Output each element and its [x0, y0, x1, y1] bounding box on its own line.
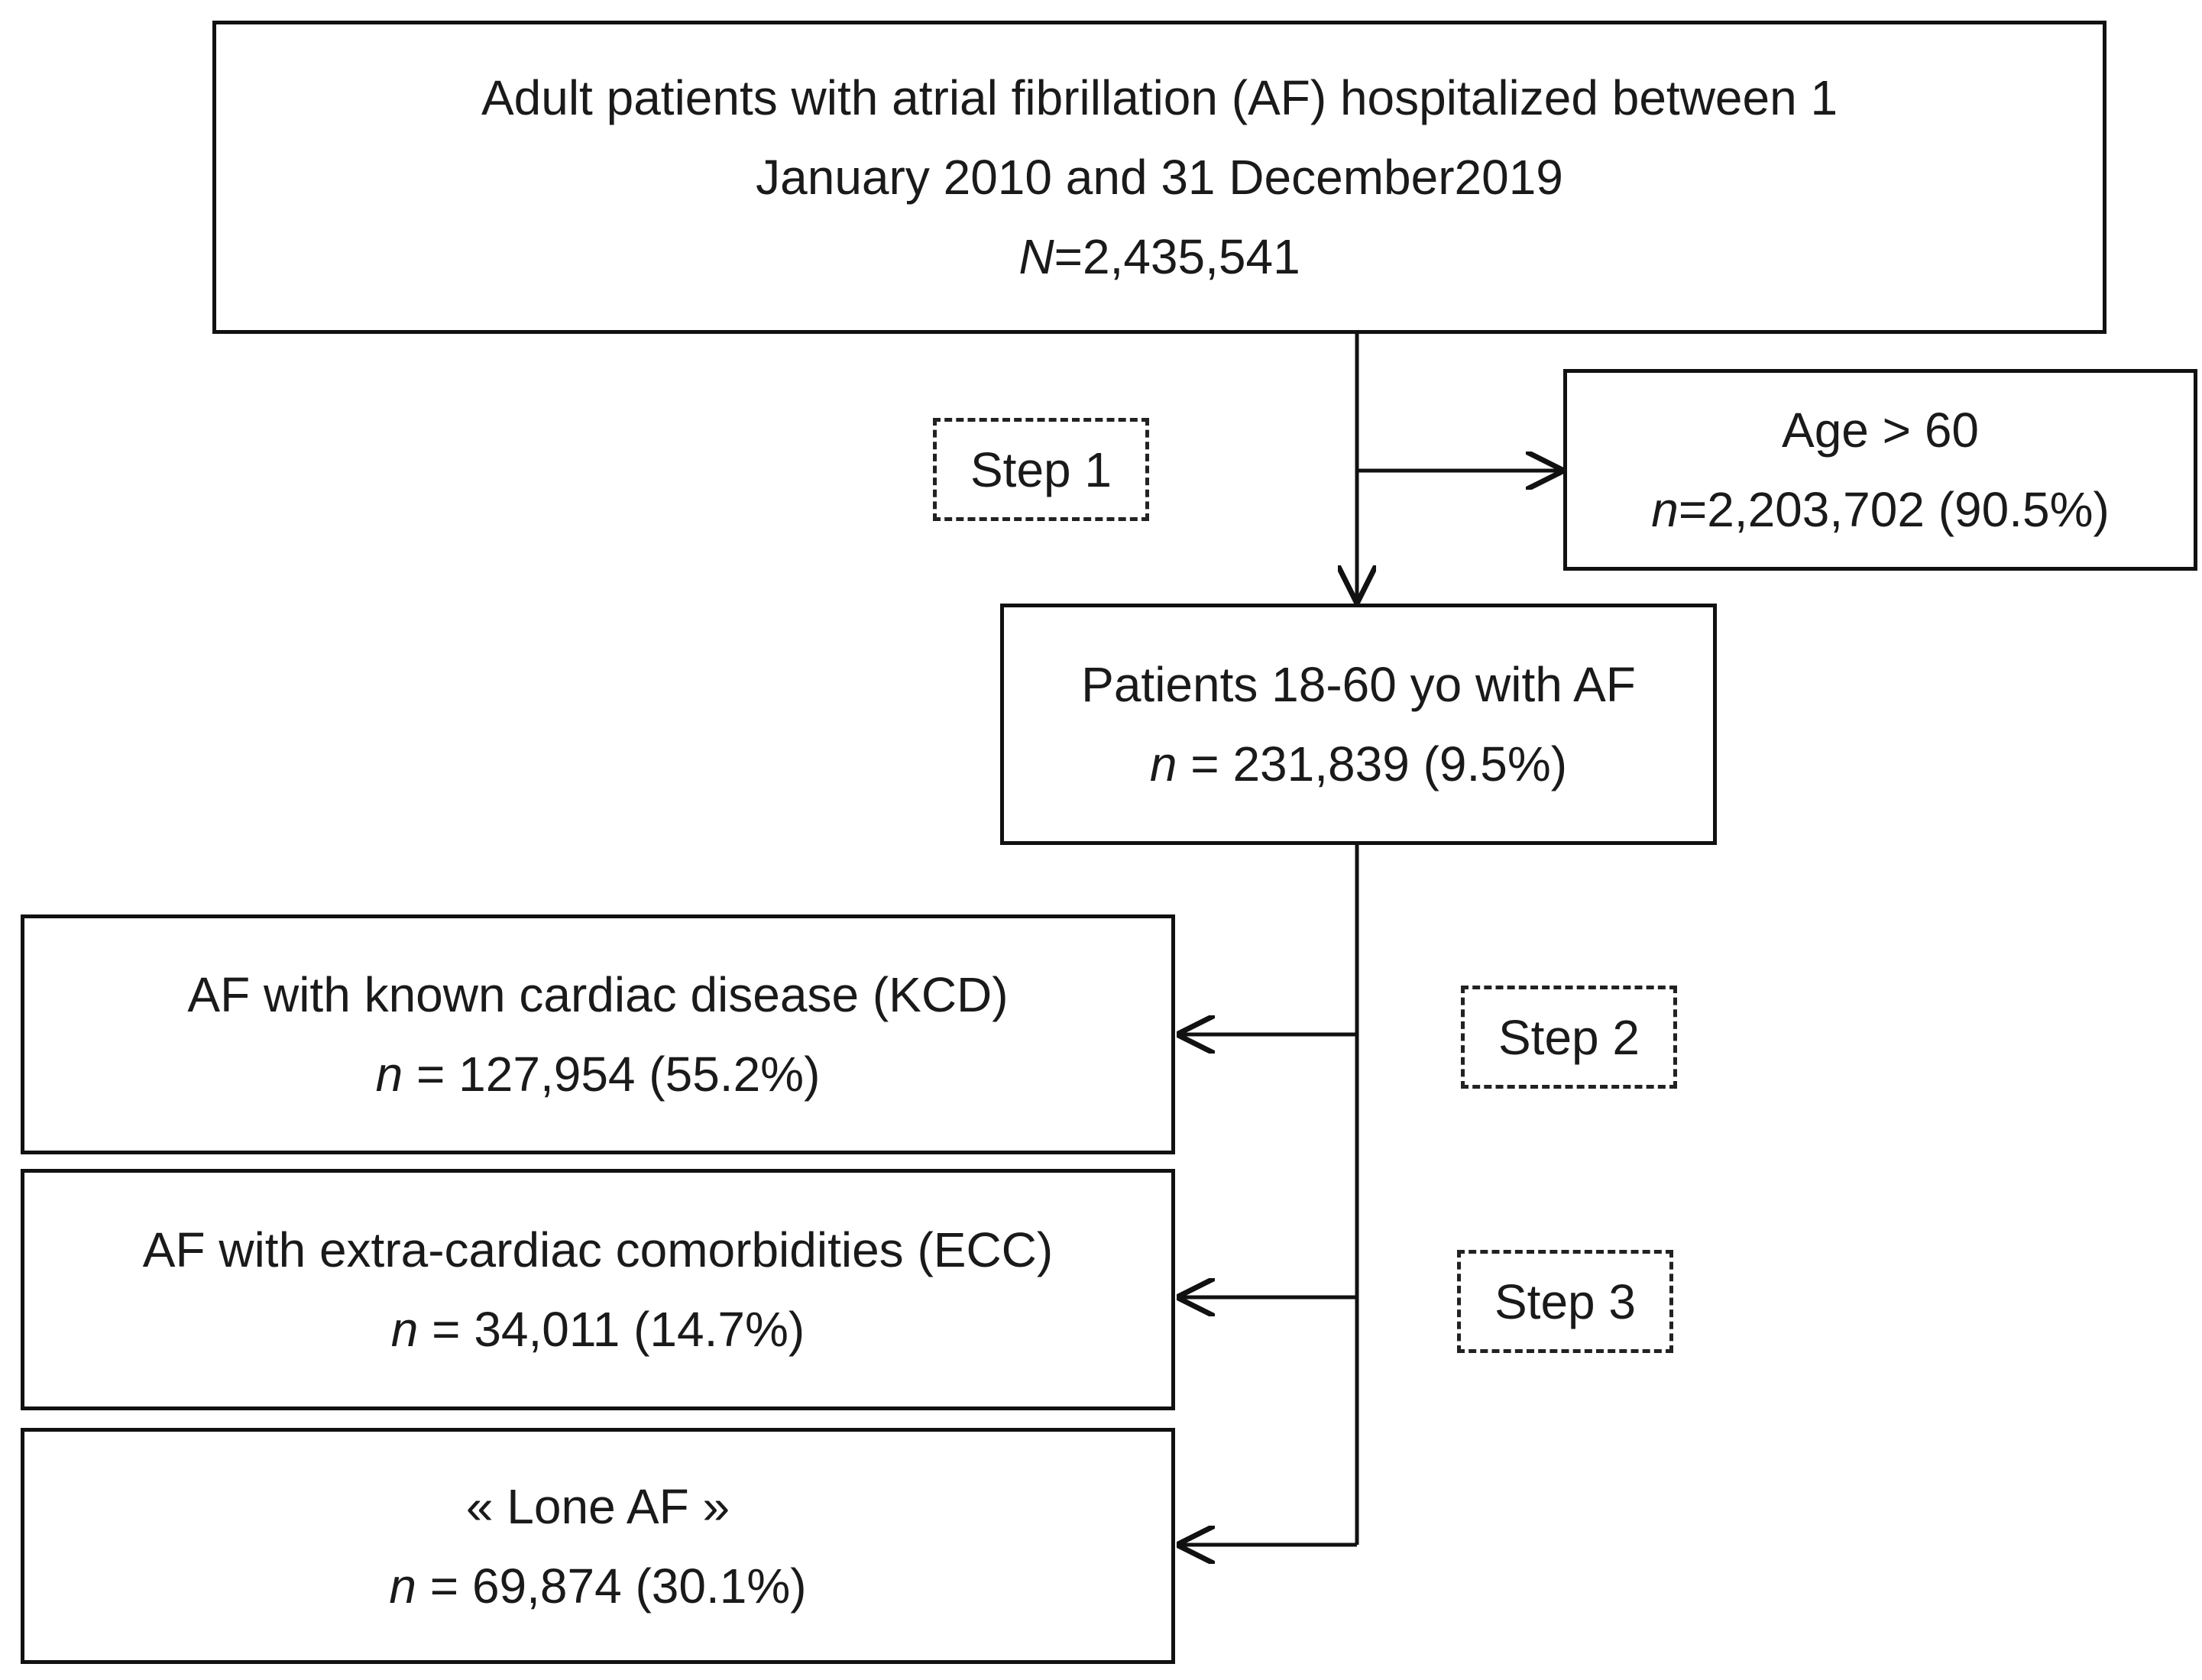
- group-box-lone-af: « Lone AF » n = 69,874 (30.1%): [21, 1428, 1175, 1664]
- initial-cohort-line2: January 2010 and 31 December2019: [756, 150, 1563, 205]
- group-count-ecc: n = 34,011 (14.7%): [390, 1302, 805, 1357]
- group-count-kcd: n = 127,954 (55.2%): [375, 1047, 821, 1102]
- group-box-kcd: AF with known cardiac disease (KCD) n = …: [21, 914, 1175, 1154]
- eligible-cohort-count: n = 231,839 (9.5%): [1149, 736, 1568, 791]
- group-box-ecc: AF with extra-cardiac comorbidities (ECC…: [21, 1169, 1175, 1410]
- eligible-cohort-box: Patients 18-60 yo with AF n = 231,839 (9…: [1000, 604, 1717, 845]
- excluded-age-box: Age > 60 n=2,203,702 (90.5%): [1563, 369, 2197, 571]
- group-count-lone-af: n = 69,874 (30.1%): [389, 1558, 807, 1614]
- initial-cohort-box: Adult patients with atrial fibrillation …: [212, 21, 2106, 334]
- group-label-kcd: AF with known cardiac disease (KCD): [187, 967, 1009, 1022]
- excluded-age-label: Age > 60: [1782, 403, 1979, 458]
- step-1-label: Step 1: [933, 418, 1149, 521]
- group-label-lone-af: « Lone AF »: [465, 1478, 730, 1534]
- step-2-label: Step 2: [1461, 986, 1677, 1089]
- step-3-label: Step 3: [1457, 1250, 1673, 1353]
- initial-cohort-line1: Adult patients with atrial fibrillation …: [481, 70, 1838, 125]
- excluded-age-count: n=2,203,702 (90.5%): [1651, 482, 2110, 537]
- eligible-cohort-label: Patients 18-60 yo with AF: [1081, 657, 1636, 712]
- initial-cohort-count: N=2,435,541: [1018, 229, 1300, 284]
- group-label-ecc: AF with extra-cardiac comorbidities (ECC…: [142, 1222, 1054, 1277]
